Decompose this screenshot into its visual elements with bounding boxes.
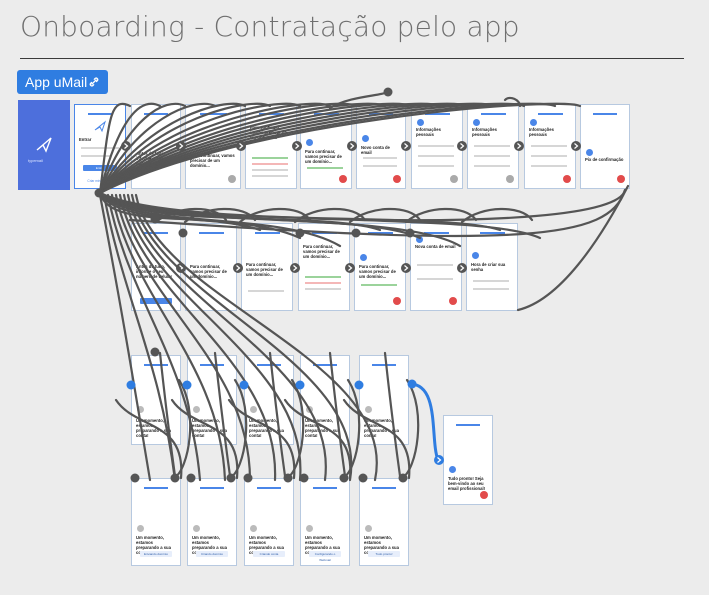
screen-title: Tudo pronto! Seja bem-vindo ao seu email… — [448, 476, 485, 491]
screen-title: Informações pessoais — [529, 127, 554, 137]
screen-title: Para continuar, vamos precisar de um dom… — [359, 264, 396, 279]
screen-title: Pix de confirmação — [585, 157, 624, 162]
screen-title: Informações pessoais — [472, 127, 497, 137]
step-status: Criando domínio — [196, 551, 228, 557]
step-status: Enviando domínio — [140, 551, 172, 557]
screen-loading[interactable]: Um momento, estamos preparando a sua con… — [300, 355, 350, 445]
step-status: Configurando o Webmail — [309, 551, 341, 562]
screen-title: Antes de tudo, informe o seu número de c… — [136, 264, 173, 279]
screen-title: Para continuar, vamos precisar de um dom… — [246, 262, 283, 277]
screen-create-password[interactable]: Hora de criar sua senha — [466, 223, 518, 311]
splash-screen[interactable]: typemail — [18, 100, 70, 190]
screen-loading-step[interactable]: Um momento, estamos preparando a sua con… — [244, 478, 294, 566]
screen-title: Entrar — [79, 137, 92, 142]
screen-title: Nova conta de email — [415, 244, 456, 249]
screen-login[interactable]: Entrar Entrar Criar minha conta — [74, 104, 126, 189]
screen-loading-step[interactable]: Um momento, estamos preparando a sua con… — [187, 478, 237, 566]
screen-title: Um momento, estamos preparando a sua con… — [249, 418, 284, 438]
screen-loading-step[interactable]: Um momento, estamos preparando a sua con… — [131, 478, 181, 566]
screen-title: Novo conta de email — [361, 145, 390, 155]
screen-pix-confirmation[interactable]: Pix de confirmação — [580, 104, 630, 189]
logo-text: typemail — [28, 158, 43, 163]
create-account-link[interactable]: Criar minha conta — [87, 179, 113, 183]
flow-chip-app-umail[interactable]: App uMail — [17, 70, 108, 94]
screen-title: Para continuar, vamos precisar de um dom… — [190, 264, 227, 279]
screen-loading-step[interactable]: Um momento, estamos preparando a sua con… — [300, 478, 350, 566]
screen-personal-info-2[interactable]: Informações pessoais — [467, 104, 519, 189]
screen-title: Para continuar, vamos precisar de um dom… — [305, 149, 342, 164]
login-button[interactable]: Entrar — [83, 165, 117, 171]
screen-loading[interactable]: Um momento, estamos preparando a sua con… — [359, 355, 409, 445]
screen-title: Informações pessoais — [416, 127, 441, 137]
logo-icon — [94, 120, 107, 133]
screen-domain-alt-2[interactable]: Para continuar, vamos precisar de um dom… — [241, 223, 293, 311]
link-icon[interactable] — [86, 74, 102, 90]
screen-loading-step[interactable]: Um momento, estamos preparando a sua con… — [359, 478, 409, 566]
screen-title: Para continuar, vamos precisar de um dom… — [190, 153, 235, 168]
page-title: Onboarding - Contratação pelo app — [20, 10, 520, 43]
logo-icon — [36, 137, 52, 153]
screen-title: Um momento, estamos preparando a sua con… — [364, 418, 399, 438]
screen-title: Um momento, estamos preparando a sua con… — [305, 418, 340, 438]
screen-all-ready[interactable]: Tudo pronto! Seja bem-vindo ao seu email… — [443, 415, 493, 505]
step-status: Tudo pronto! — [368, 551, 400, 557]
title-divider — [20, 58, 684, 59]
screen-title: Hora de criar sua senha — [471, 262, 506, 272]
flow-chip-label: App uMail — [25, 74, 88, 90]
screen-title: Um momento, estamos preparando a sua con… — [192, 418, 227, 438]
screen-title: Para continuar, vamos precisar de um dom… — [303, 244, 340, 259]
step-status: Criando conta — [253, 551, 285, 557]
